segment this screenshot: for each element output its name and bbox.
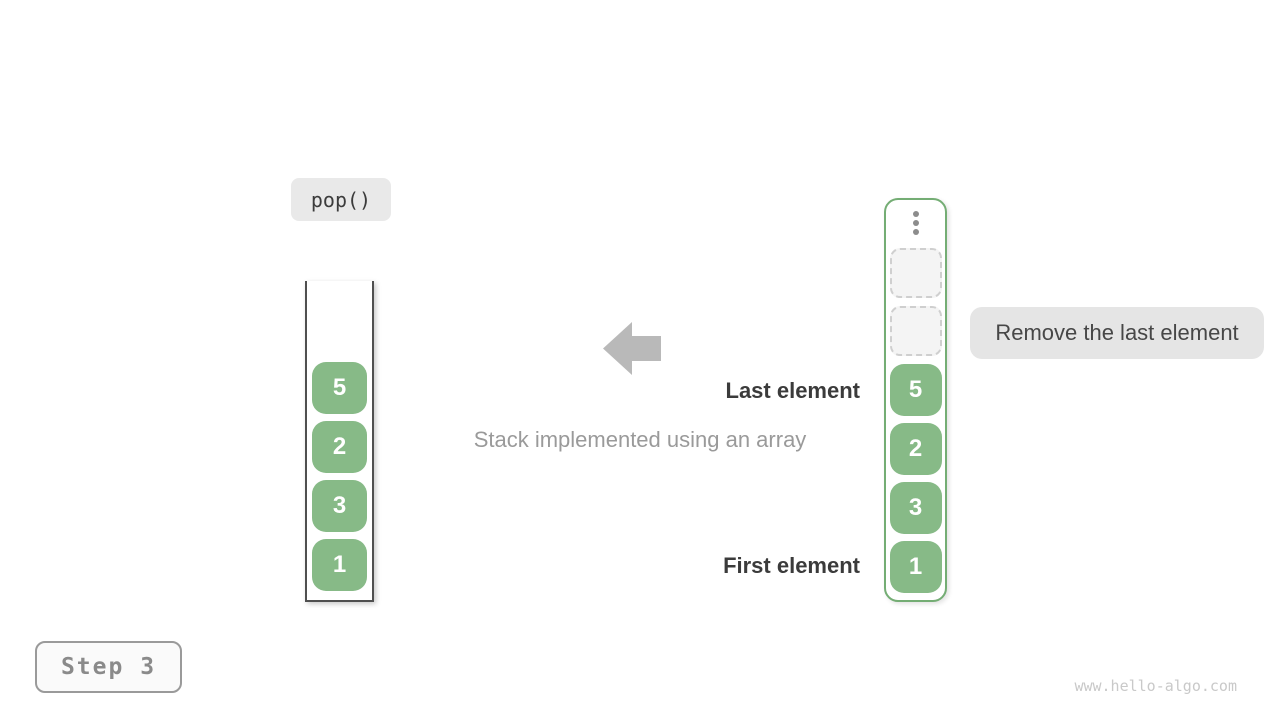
empty-array-slot	[889, 306, 942, 356]
stack-cell: 3	[312, 480, 367, 532]
watermark-text: www.hello-algo.com	[1074, 677, 1237, 695]
left-arrow-icon	[603, 322, 661, 375]
stack-cell: 5	[312, 362, 367, 414]
stack-cell: 1	[312, 539, 367, 591]
diagram-caption: Stack implemented using an array	[473, 427, 807, 452]
array-cell: 3	[889, 482, 942, 534]
step-badge: Step 3	[35, 641, 182, 693]
stack-beaker-container: 5 2 3 1	[305, 281, 374, 602]
pop-operation-label: pop()	[291, 178, 391, 221]
first-element-label: First element	[723, 553, 860, 578]
vertical-ellipsis-icon	[912, 211, 919, 235]
remove-note-label: Remove the last element	[970, 307, 1264, 359]
array-cell: 2	[889, 423, 942, 475]
stack-cell: 2	[312, 421, 367, 473]
array-cell: 1	[889, 541, 942, 593]
empty-array-slot	[889, 248, 942, 298]
array-frame-container: 5 2 3 1	[884, 198, 947, 602]
array-cell: 5	[889, 364, 942, 416]
last-element-label: Last element	[725, 378, 861, 403]
